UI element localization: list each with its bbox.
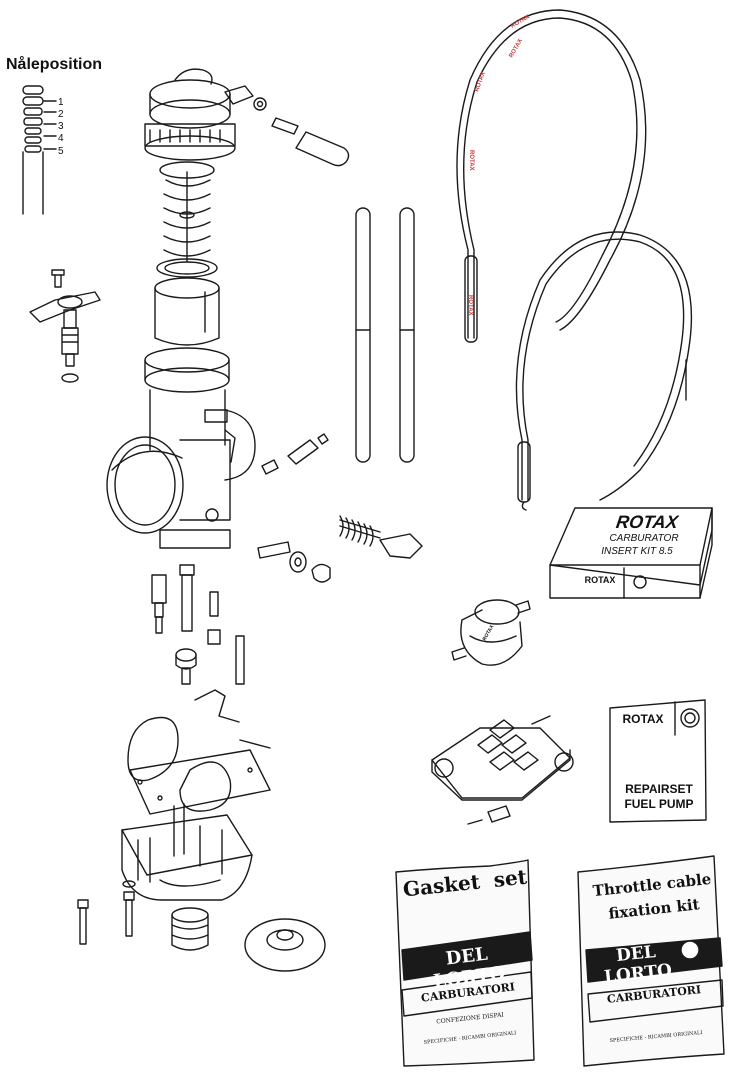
jet-needle-illustration: [22, 85, 57, 215]
choke-lever-illustration: [29, 291, 101, 383]
carburettor-cap-illustration: [144, 68, 236, 161]
tube-pair-illustration: [355, 207, 415, 463]
throttle-kit-bag-illustration: [577, 855, 725, 1067]
insert-kit-box-illustration: [549, 507, 713, 599]
main-jet-parts-illustration: [151, 564, 245, 685]
gasket-bag-illustration: [395, 859, 535, 1067]
cable-adjuster-illustration: [224, 85, 350, 167]
fuel-pump-plate-illustration: [431, 715, 574, 825]
float-bowl-illustration: [121, 803, 253, 901]
needle-position-title: Nåleposition: [6, 56, 103, 73]
small-screw-illustration: [51, 269, 65, 288]
idle-screw-illustration: [261, 433, 329, 475]
needle-position-1: 1: [58, 97, 64, 108]
cable-marking-2: ROTAX: [509, 38, 524, 59]
insert-kit-logo-text: ROTAX: [584, 575, 616, 585]
repair-set-brand: ROTAX: [622, 712, 664, 726]
jet-parts-illustration: [257, 515, 423, 583]
carburettor-body-illustration: [106, 347, 256, 549]
cable-marking-3: ROTAX: [474, 71, 487, 92]
needle-position-5: 5: [58, 146, 64, 157]
insert-kit-line1: CARBURATOR: [609, 533, 679, 544]
needle-position-2: 2: [58, 109, 64, 120]
gasket-title-line2: set: [492, 864, 528, 892]
cable-marking-5: ROTAX: [467, 295, 473, 316]
needle-position-3: 3: [58, 121, 64, 132]
needle-position-4: 4: [58, 133, 64, 144]
throttle-cable-long-illustration: [456, 9, 647, 343]
bottom-fasteners-illustration: [77, 880, 326, 972]
throttle-cable-short-illustration: [515, 231, 693, 511]
cable-marking-1: ROTAX: [510, 14, 531, 29]
insert-kit-brand: ROTAX: [614, 512, 680, 532]
float-assembly-illustration: [127, 689, 271, 815]
repair-set-line2: FUEL PUMP: [624, 797, 694, 811]
throttle-slide-illustration: [154, 277, 220, 346]
slide-spring-illustration: [156, 161, 218, 278]
fuel-filter-illustration: [451, 599, 531, 666]
repair-set-line1: REPAIRSET: [625, 782, 693, 796]
repair-set-card-illustration: [609, 699, 707, 823]
insert-kit-line2: INSERT KIT 8.5: [601, 546, 673, 557]
cable-marking-4: ROTAX: [468, 150, 474, 171]
